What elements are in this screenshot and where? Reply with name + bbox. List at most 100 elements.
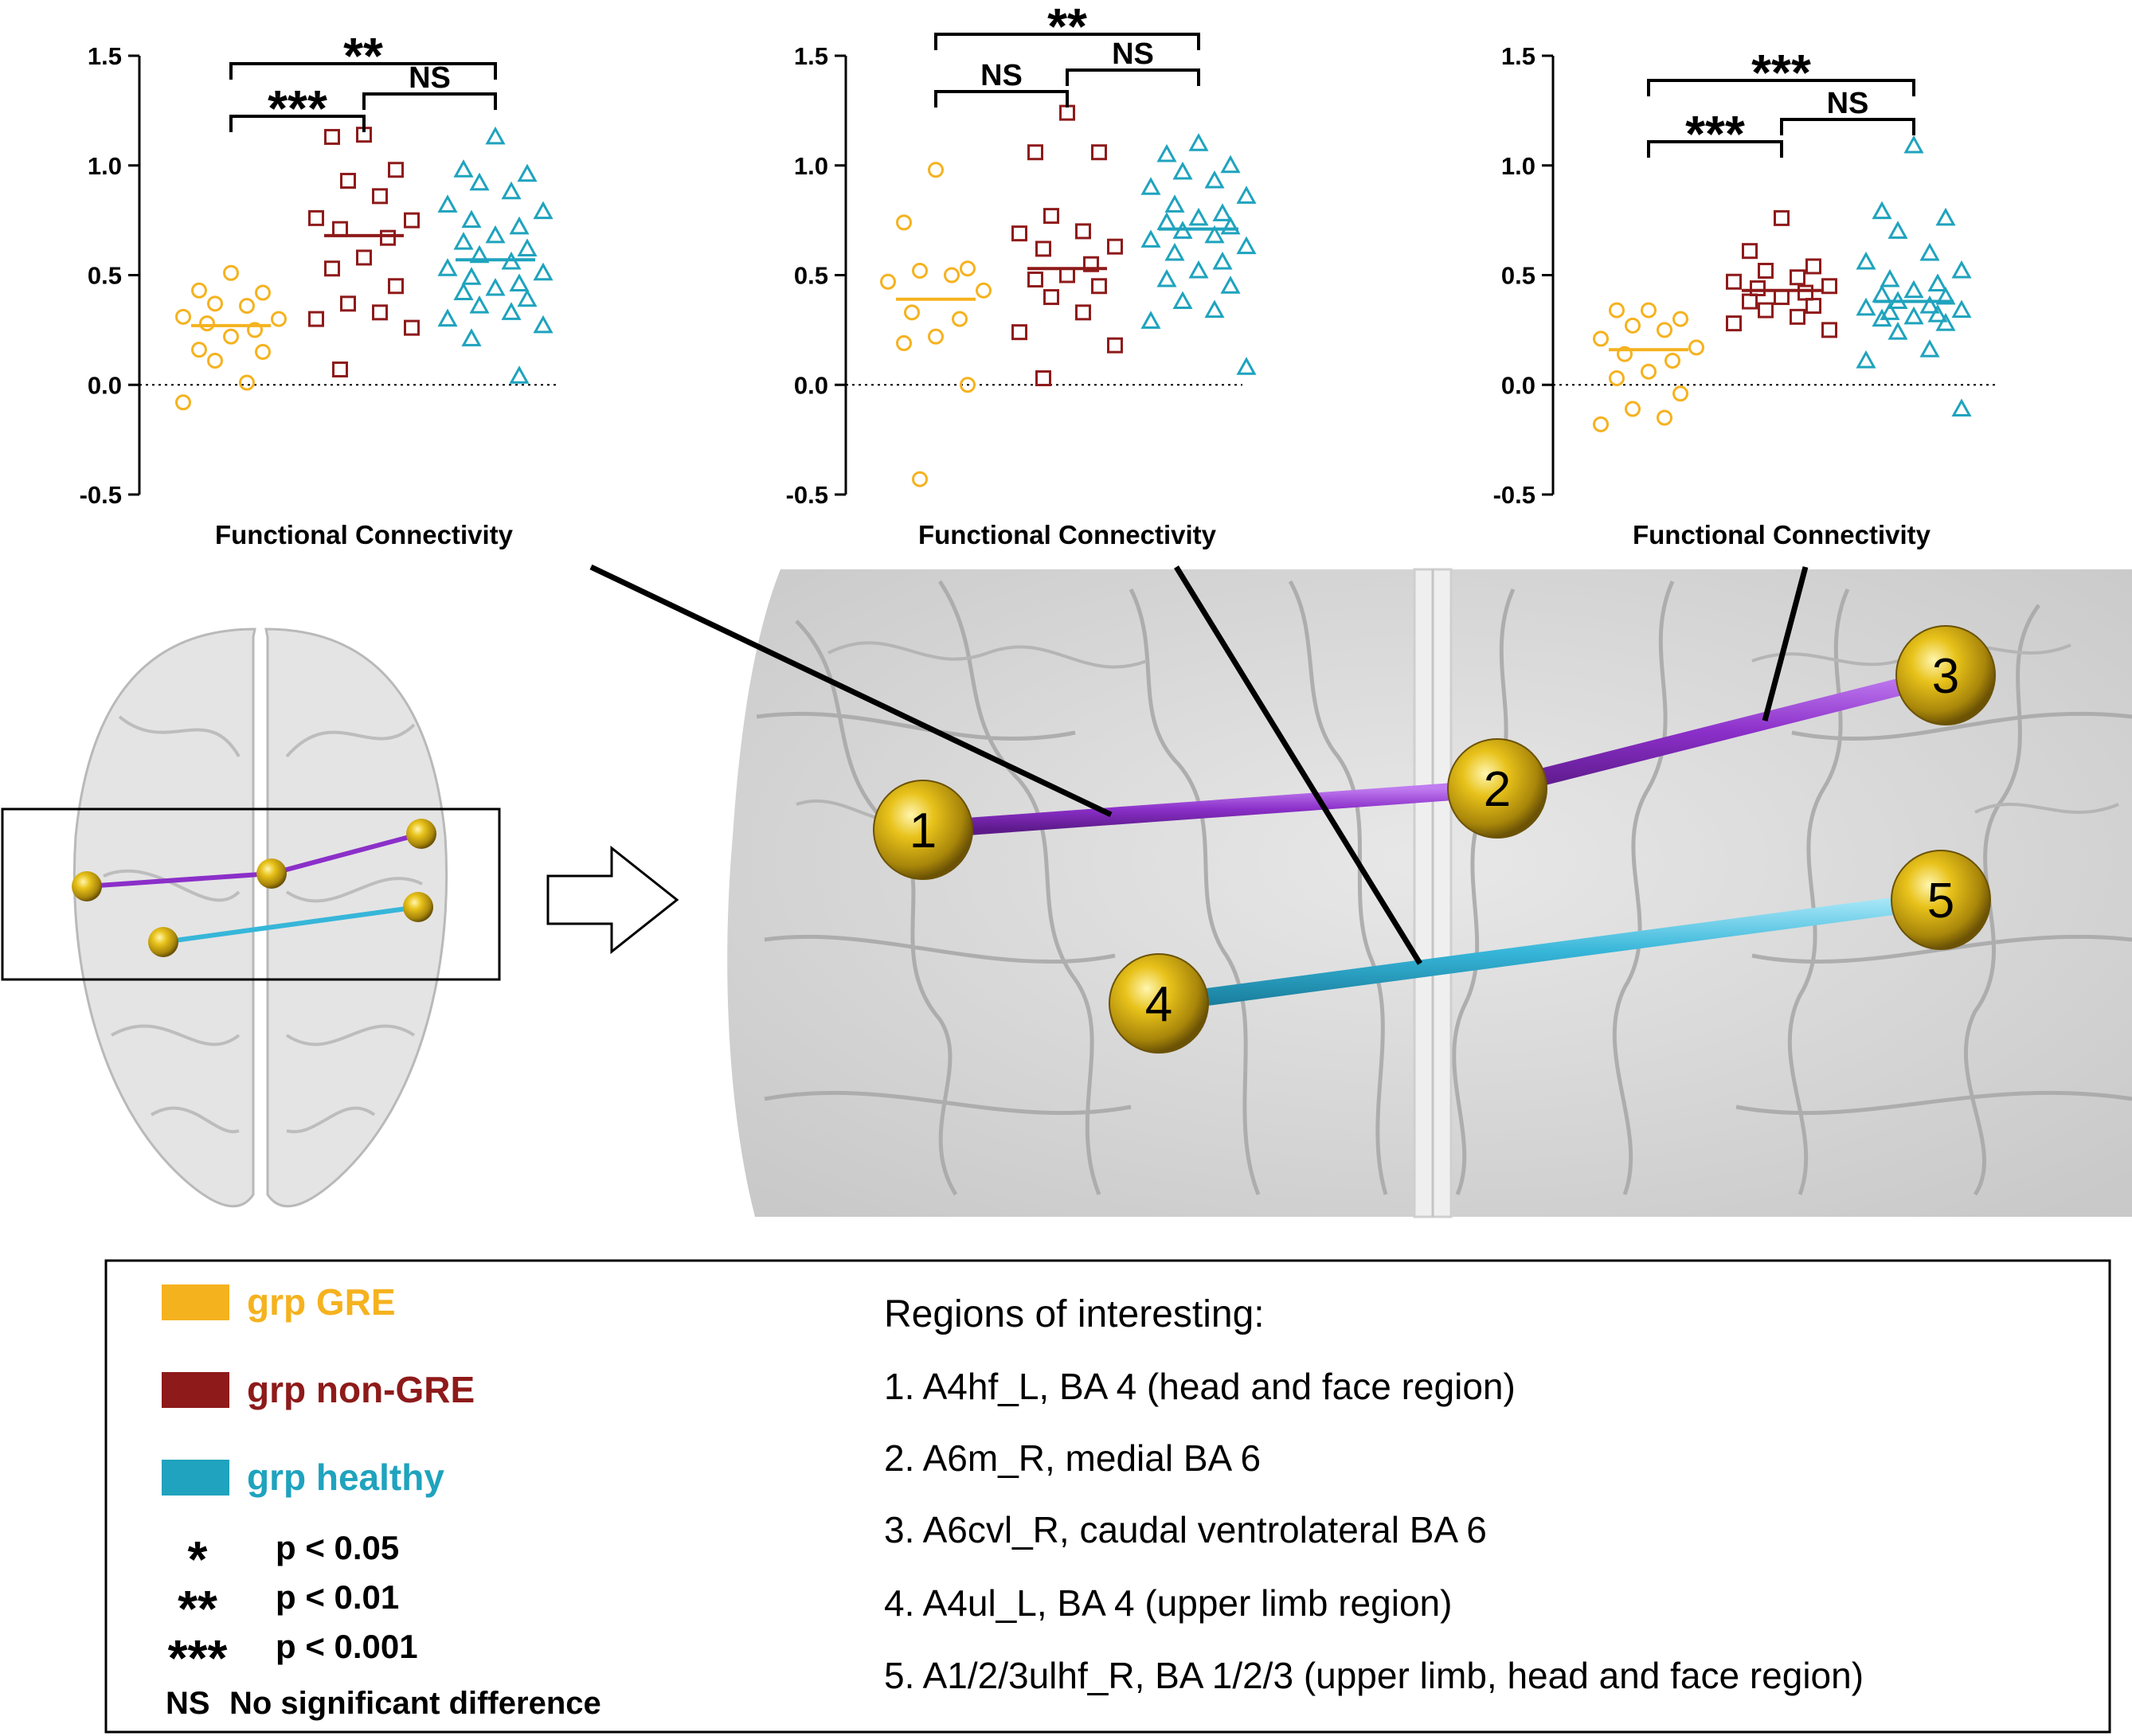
data-point: [404, 212, 420, 229]
small-node-2: [256, 858, 287, 889]
data-point: [1758, 262, 1774, 279]
zoom-box: [1, 807, 501, 981]
x-axis-label: Functional Connectivity: [918, 520, 1217, 549]
y-tick-label: 0.5: [794, 262, 828, 290]
data-point: [1027, 272, 1043, 288]
data-point: [1774, 289, 1790, 306]
series-GRE: [175, 264, 287, 411]
significance-brackets: *****NS: [229, 27, 497, 137]
y-tick-label: 1.5: [1501, 42, 1535, 70]
data-point: [1204, 225, 1225, 244]
data-point: [517, 238, 538, 256]
data-point: [1172, 161, 1193, 180]
data-point: [271, 311, 287, 327]
bracket-label: ***: [1751, 44, 1811, 101]
y-tick-label: 1.0: [1501, 152, 1535, 180]
data-point: [1204, 299, 1225, 319]
bracket-label: NS: [980, 59, 1023, 92]
data-point: [1593, 416, 1609, 432]
data-point: [388, 162, 404, 178]
brain-node-3: 3: [1895, 625, 1996, 725]
series-non-GRE: [1011, 104, 1123, 386]
data-point: [1156, 143, 1177, 162]
small-brain-top-view: [1, 628, 501, 1208]
data-point: [1641, 302, 1657, 319]
y-tick-label: -0.5: [786, 481, 828, 509]
data-point: [1083, 256, 1099, 272]
legend-swatch: [162, 1460, 229, 1496]
data-point: [485, 277, 506, 296]
data-point: [1609, 302, 1625, 319]
data-point: [1888, 221, 1908, 239]
ns-text: No significant difference: [229, 1686, 601, 1721]
data-point: [1688, 339, 1704, 356]
data-point: [1140, 311, 1161, 329]
node-label: 1: [910, 803, 937, 858]
small-node-1: [72, 871, 102, 901]
data-point: [1236, 236, 1257, 255]
data-point: [1919, 295, 1940, 314]
legend-swatch: [162, 1284, 229, 1320]
data-point: [1107, 238, 1123, 255]
small-node-4: [148, 927, 178, 957]
node-label: 5: [1927, 874, 1954, 929]
data-point: [1220, 276, 1241, 294]
y-tick-label: 0.0: [794, 371, 828, 399]
data-point: [501, 181, 522, 200]
bracket-label: **: [1047, 0, 1087, 55]
data-point: [239, 298, 255, 315]
data-point: [1951, 299, 1972, 319]
y-tick-label: -0.5: [1493, 481, 1535, 509]
data-point: [1107, 337, 1123, 354]
bracket-label: ***: [268, 80, 327, 137]
data-point: [1951, 398, 1972, 417]
data-point: [1091, 278, 1107, 295]
data-point: [1164, 242, 1185, 261]
edge-2-3: [1488, 667, 1954, 797]
bracket: [1780, 118, 1915, 135]
data-point: [1872, 201, 1892, 220]
data-point: [1790, 308, 1805, 325]
data-point: [1156, 212, 1177, 230]
data-point: [239, 374, 255, 391]
small-node-3: [406, 819, 436, 849]
series-non-GRE: [308, 127, 420, 377]
data-point: [1188, 133, 1209, 151]
bracket: [934, 33, 1200, 50]
data-point: [1927, 304, 1948, 323]
bracket-label: NS: [409, 61, 451, 95]
data-point: [223, 328, 239, 345]
legend-swatch: [162, 1372, 229, 1408]
data-point: [517, 163, 538, 182]
small-node-5: [403, 892, 433, 922]
data-point: [1188, 260, 1209, 279]
data-point: [255, 284, 271, 301]
data-point: [1212, 203, 1233, 221]
bracket-label: NS: [1112, 37, 1154, 71]
data-point: [960, 260, 976, 277]
data-point: [1880, 302, 1900, 320]
bracket: [229, 115, 366, 132]
edge-1-2: [914, 780, 1506, 839]
series-GRE: [880, 162, 992, 487]
data-point: [372, 188, 388, 205]
data-point: [1903, 135, 1924, 154]
leader-line-left: [589, 564, 1113, 818]
data-point: [904, 304, 920, 321]
data-point: [1059, 104, 1075, 121]
data-point: [1805, 258, 1821, 275]
data-point: [1043, 289, 1059, 306]
data-point: [1172, 291, 1193, 310]
data-point: [1657, 409, 1672, 426]
data-point: [896, 214, 912, 231]
data-point: [1665, 352, 1680, 369]
data-point: [1856, 350, 1876, 369]
data-point: [517, 288, 538, 307]
data-point: [944, 267, 960, 283]
bracket: [1647, 140, 1783, 158]
data-point: [1593, 330, 1609, 347]
node-label: 3: [1932, 649, 1959, 704]
